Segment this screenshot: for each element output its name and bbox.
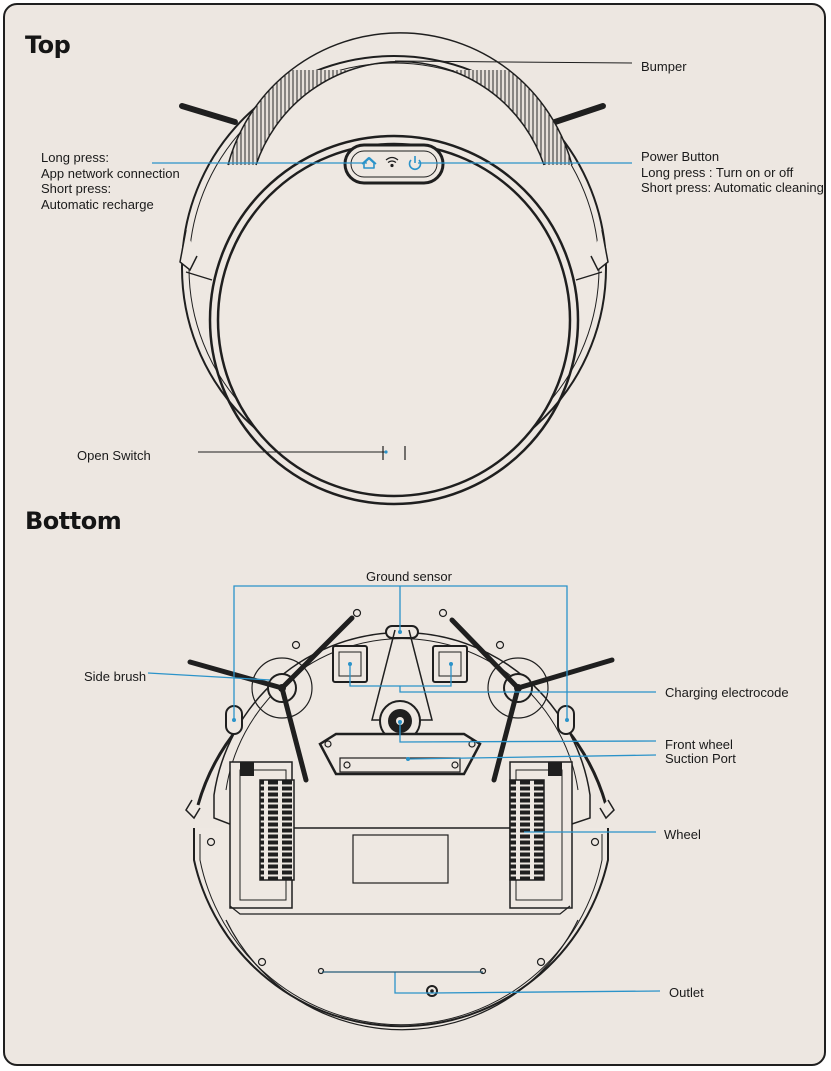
label-home-button: Long press: App network connection Short… bbox=[41, 150, 180, 212]
label-ground-sensor: Ground sensor bbox=[366, 569, 452, 584]
bumper-ear-left bbox=[179, 229, 198, 272]
section-title-top: Top bbox=[25, 31, 71, 59]
home-label-line-1: Long press: bbox=[41, 150, 109, 165]
label-power-button: Power Button Long press : Turn on or off… bbox=[641, 149, 824, 196]
power-label-line-3: Short press: Automatic cleaning bbox=[641, 180, 824, 195]
callout-outlet bbox=[394, 972, 661, 994]
top-lid-outer bbox=[208, 134, 580, 506]
side-brush-top-left bbox=[179, 103, 238, 125]
drive-wheel-right bbox=[509, 761, 573, 909]
label-plate bbox=[352, 834, 449, 884]
callout-side-brush bbox=[147, 672, 271, 681]
side-brush-top-right bbox=[552, 103, 606, 125]
bumper-ear-right bbox=[590, 229, 609, 272]
callout-bumper bbox=[394, 60, 633, 64]
suction-port bbox=[318, 732, 482, 776]
label-front-wheel: Front wheel bbox=[665, 737, 733, 752]
drive-wheel-left bbox=[229, 761, 295, 909]
label-outlet: Outlet bbox=[669, 985, 704, 1000]
control-panel bbox=[343, 143, 445, 185]
dustbin-outline bbox=[225, 919, 579, 1031]
callout-suction-port bbox=[407, 754, 657, 760]
screw-holes bbox=[206, 608, 600, 975]
callout-front-wheel bbox=[399, 722, 657, 743]
bottom-shell-front bbox=[193, 828, 609, 1028]
power-label-line-1: Power Button bbox=[641, 149, 720, 164]
wifi-icon bbox=[385, 156, 399, 168]
section-title-bottom: Bottom bbox=[25, 507, 122, 535]
side-brush-bottom-right bbox=[449, 617, 615, 783]
label-side-brush: Side brush bbox=[84, 669, 147, 684]
home-label-line-3: Short press: bbox=[41, 181, 112, 196]
label-suction-port: Suction Port bbox=[665, 751, 736, 766]
label-bumper: Bumper bbox=[641, 59, 687, 74]
label-charging-electrode: Charging electrocode bbox=[665, 685, 789, 700]
home-label-line-2: App network connection bbox=[41, 165, 180, 181]
home-label-line-4: Automatic recharge bbox=[41, 196, 154, 212]
label-wheel: Wheel bbox=[664, 827, 701, 842]
label-open-switch: Open Switch bbox=[77, 448, 151, 463]
side-brush-bottom-left bbox=[187, 615, 355, 783]
power-label-line-2: Long press : Turn on or off bbox=[641, 164, 794, 180]
